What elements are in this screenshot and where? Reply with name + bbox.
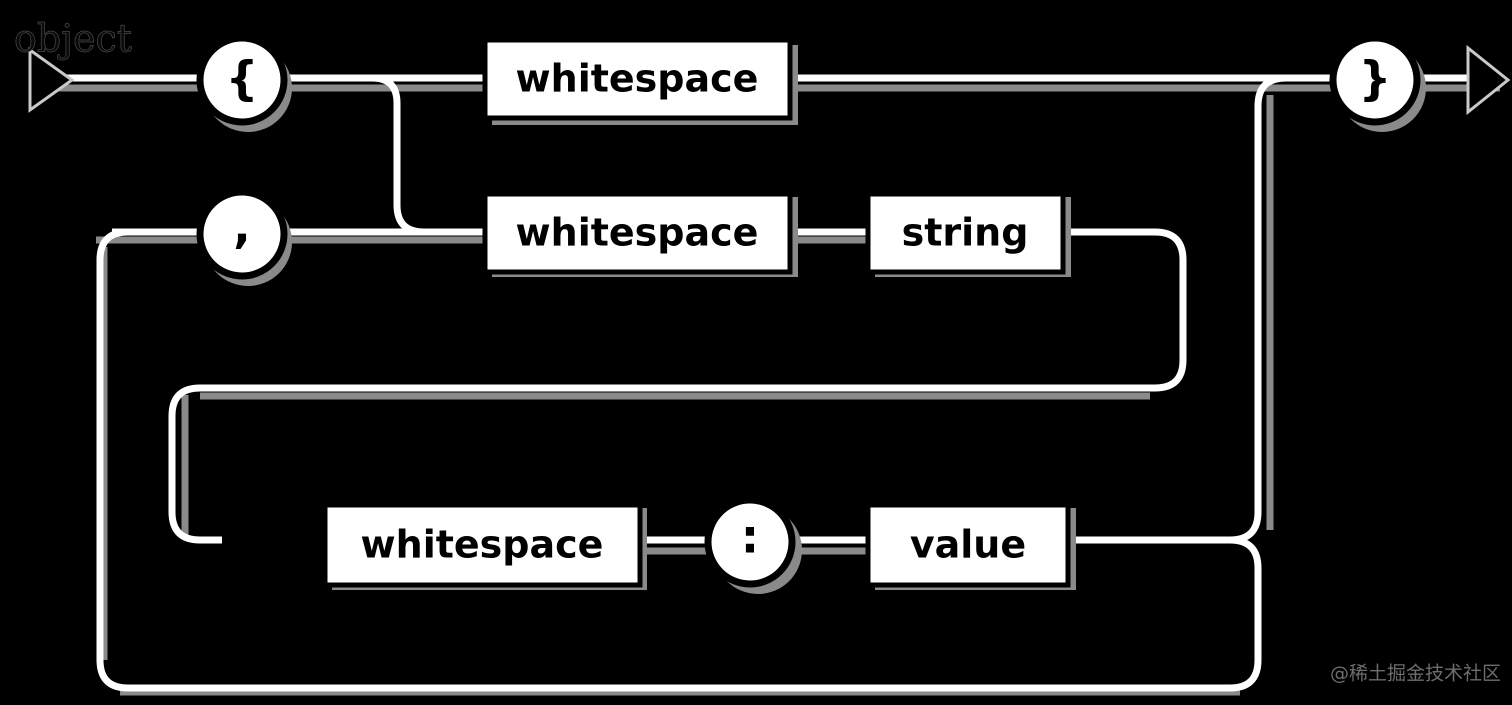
node-colon[interactable]: : [704, 496, 796, 588]
node-open-brace[interactable]: { [196, 34, 288, 126]
string-label: string [902, 211, 1029, 255]
rail-value-up-to-close-brace [1068, 74, 1287, 544]
string-box [865, 191, 1066, 275]
comma-circle [196, 188, 288, 280]
end-arrow-icon [1466, 44, 1511, 116]
end-marker-triangle [1466, 44, 1511, 116]
whitespace-bottom-label: whitespace [361, 523, 604, 567]
watermark: @稀土掘金技术社区 [1330, 663, 1501, 685]
whitespace-mid-box [482, 191, 793, 275]
start-marker-triangle [28, 47, 75, 113]
rail-skip-down-to-row2 [352, 74, 478, 236]
page-title: object [14, 17, 132, 61]
comma-label: , [233, 200, 250, 254]
rail-layer [30, 74, 1490, 692]
rail-repeat-loop-back-to-comma [96, 228, 1262, 692]
close-brace-circle [1329, 34, 1421, 126]
shadow-layer [40, 84, 1500, 696]
colon-label: : [741, 510, 759, 564]
value-box [865, 502, 1071, 588]
node-whitespace-bottom[interactable]: whitespace [322, 502, 643, 588]
rail-string-to-row3 [168, 228, 1187, 544]
whitespace-top-label: whitespace [516, 57, 759, 101]
open-brace-circle [196, 34, 288, 126]
open-brace-label: { [226, 52, 259, 106]
value-label: value [910, 523, 1026, 567]
whitespace-mid-label: whitespace [516, 211, 759, 255]
node-comma[interactable]: , [196, 188, 288, 280]
colon-circle [704, 496, 796, 588]
whitespace-bottom-box [322, 502, 643, 588]
close-brace-label: } [1359, 52, 1392, 106]
start-arrow-icon [28, 47, 75, 113]
node-close-brace[interactable]: } [1329, 34, 1421, 126]
node-value[interactable]: value [865, 502, 1071, 588]
node-string[interactable]: string [865, 191, 1066, 275]
whitespace-top-box [482, 37, 793, 121]
node-whitespace-top[interactable]: whitespace [482, 37, 793, 121]
node-whitespace-mid[interactable]: whitespace [482, 191, 793, 275]
